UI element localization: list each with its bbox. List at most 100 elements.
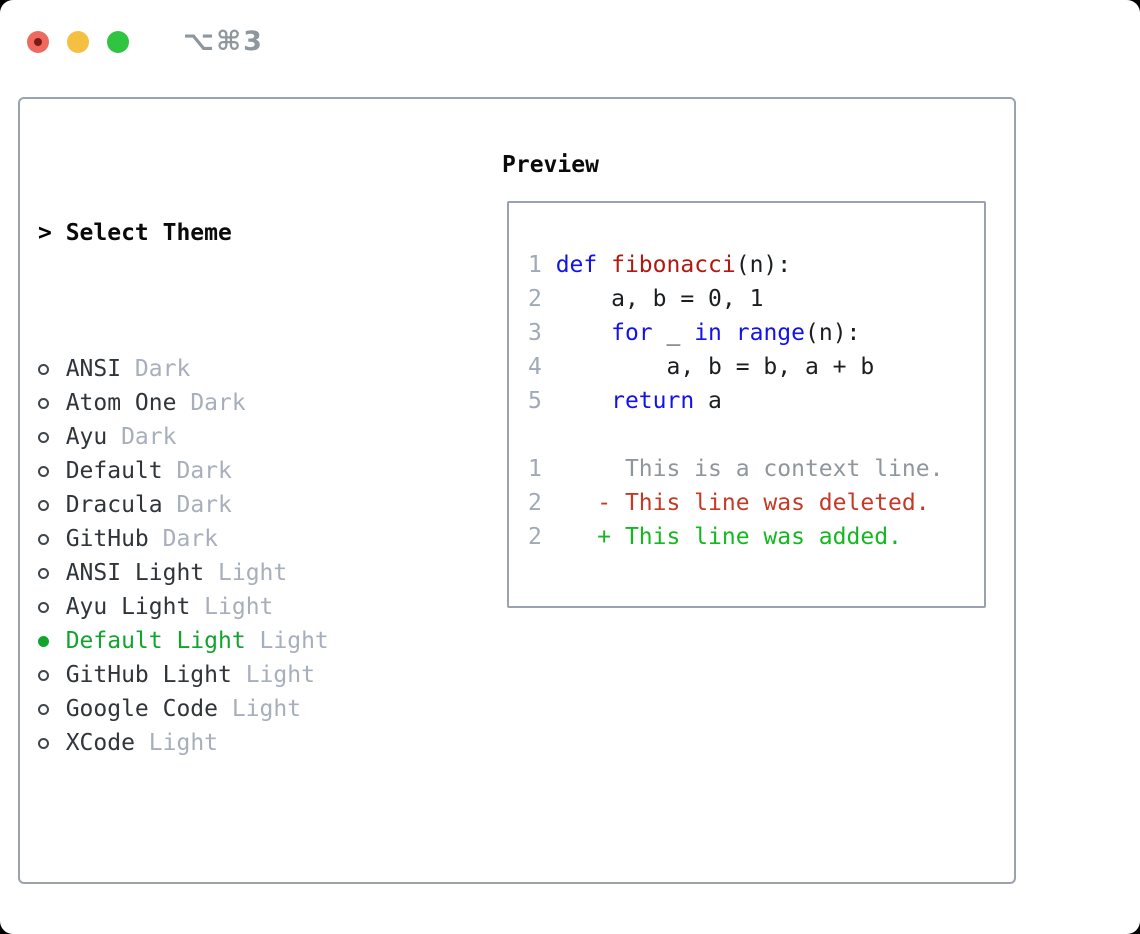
bullet-cell (38, 363, 66, 375)
radio-unselected-icon (38, 499, 49, 511)
titlebar: ⌥⌘3 (27, 26, 264, 57)
theme-option[interactable]: Dracula Dark (38, 488, 467, 522)
line-number: 5 (528, 388, 542, 414)
keyboard-shortcut-label: ⌥⌘3 (183, 26, 264, 57)
select-theme-title: Select Theme (65, 220, 232, 246)
select-theme-header: > Select Theme (38, 216, 467, 250)
theme-variant: Dark (162, 526, 219, 552)
theme-variant: Dark (176, 492, 232, 518)
theme-variant: Light (245, 662, 315, 688)
theme-option[interactable]: Default Dark (38, 454, 467, 488)
code-token (722, 320, 736, 346)
theme-name: Atom One (65, 390, 177, 416)
theme-option[interactable]: Atom One Dark (38, 386, 467, 420)
theme-variant: Dark (176, 458, 232, 484)
bullet-cell (38, 635, 66, 647)
radio-unselected-icon (38, 533, 49, 545)
theme-option[interactable]: Ayu Light Light (38, 590, 467, 624)
theme-option[interactable]: Google Code Light (38, 692, 467, 726)
theme-option[interactable]: ANSI Light Light (38, 556, 467, 590)
line-number: 3 (528, 320, 542, 346)
selection-prompt: > (38, 220, 52, 246)
code-token: in (694, 320, 722, 346)
code-token: a, b = 0, 1 (555, 286, 764, 312)
code-token (597, 252, 611, 278)
radio-unselected-icon (38, 737, 49, 749)
code-token: (n): (735, 252, 792, 278)
bullet-cell (38, 737, 66, 749)
close-dot-icon (34, 37, 42, 46)
radio-unselected-icon (38, 431, 49, 443)
theme-name: ANSI Light (65, 560, 205, 586)
theme-variant: Light (259, 628, 329, 654)
line-number: 4 (528, 354, 542, 380)
code-line: 3 for _ in range(n): (528, 316, 984, 350)
bullet-cell (38, 465, 66, 477)
diff-preview: 1 This is a context line.2 - This line w… (528, 452, 984, 554)
radio-unselected-icon (38, 397, 49, 409)
theme-name: XCode (65, 730, 135, 756)
theme-variant: Light (218, 560, 288, 586)
theme-option[interactable]: Ayu Dark (38, 420, 467, 454)
code-token (556, 388, 611, 414)
bullet-cell (38, 499, 66, 511)
code-line: 4 a, b = b, a + b (528, 350, 984, 384)
line-number: 1 (528, 252, 542, 278)
theme-variant: Light (204, 594, 274, 620)
code-token: for (611, 320, 653, 346)
diff-text: This is a context line. (555, 456, 944, 482)
code-line: 5 return a (528, 384, 984, 418)
bullet-cell (38, 397, 66, 409)
theme-name: Dracula (65, 492, 163, 518)
radio-unselected-icon (38, 601, 49, 613)
theme-name: Ayu (65, 424, 108, 450)
code-token: a, b = b, a + b (555, 354, 875, 380)
theme-name: Google Code (65, 696, 219, 722)
bullet-cell (38, 431, 66, 443)
line-number: 2 (528, 490, 542, 516)
theme-name: Default Light (65, 628, 246, 654)
bullet-cell (38, 533, 66, 545)
code-token: (n): (805, 320, 861, 346)
diff-text: + This line was added. (555, 524, 902, 550)
theme-name: Default (65, 458, 163, 484)
theme-variant: Light (231, 696, 302, 722)
preview-title: Preview (502, 152, 599, 178)
code-token: def (555, 252, 598, 278)
radio-selected-icon (38, 635, 49, 647)
bullet-cell (38, 703, 66, 715)
radio-unselected-icon (38, 567, 49, 579)
code-token: return (611, 388, 695, 414)
code-token: _ (652, 320, 695, 346)
minimize-button[interactable] (67, 30, 89, 53)
radio-unselected-icon (38, 703, 49, 715)
theme-option[interactable]: Default Light Light (38, 624, 467, 658)
radio-unselected-icon (38, 363, 49, 375)
theme-variant: Dark (190, 390, 246, 416)
code-token: fibonacci (611, 252, 736, 278)
line-number: 1 (528, 456, 542, 482)
code-token: a (694, 388, 722, 414)
theme-variant: Dark (134, 356, 191, 382)
zoom-button[interactable] (107, 30, 129, 53)
close-button[interactable] (27, 30, 49, 53)
spacer (528, 418, 984, 452)
radio-unselected-icon (38, 669, 49, 681)
bullet-cell (38, 601, 66, 613)
line-number: 2 (528, 524, 542, 550)
diff-line-context: 1 This is a context line. (528, 452, 984, 486)
theme-name: Ayu Light (65, 594, 191, 620)
code-token: range (735, 320, 805, 346)
theme-variant: Dark (121, 424, 177, 450)
code-token (556, 320, 611, 346)
line-number: 2 (528, 286, 542, 312)
